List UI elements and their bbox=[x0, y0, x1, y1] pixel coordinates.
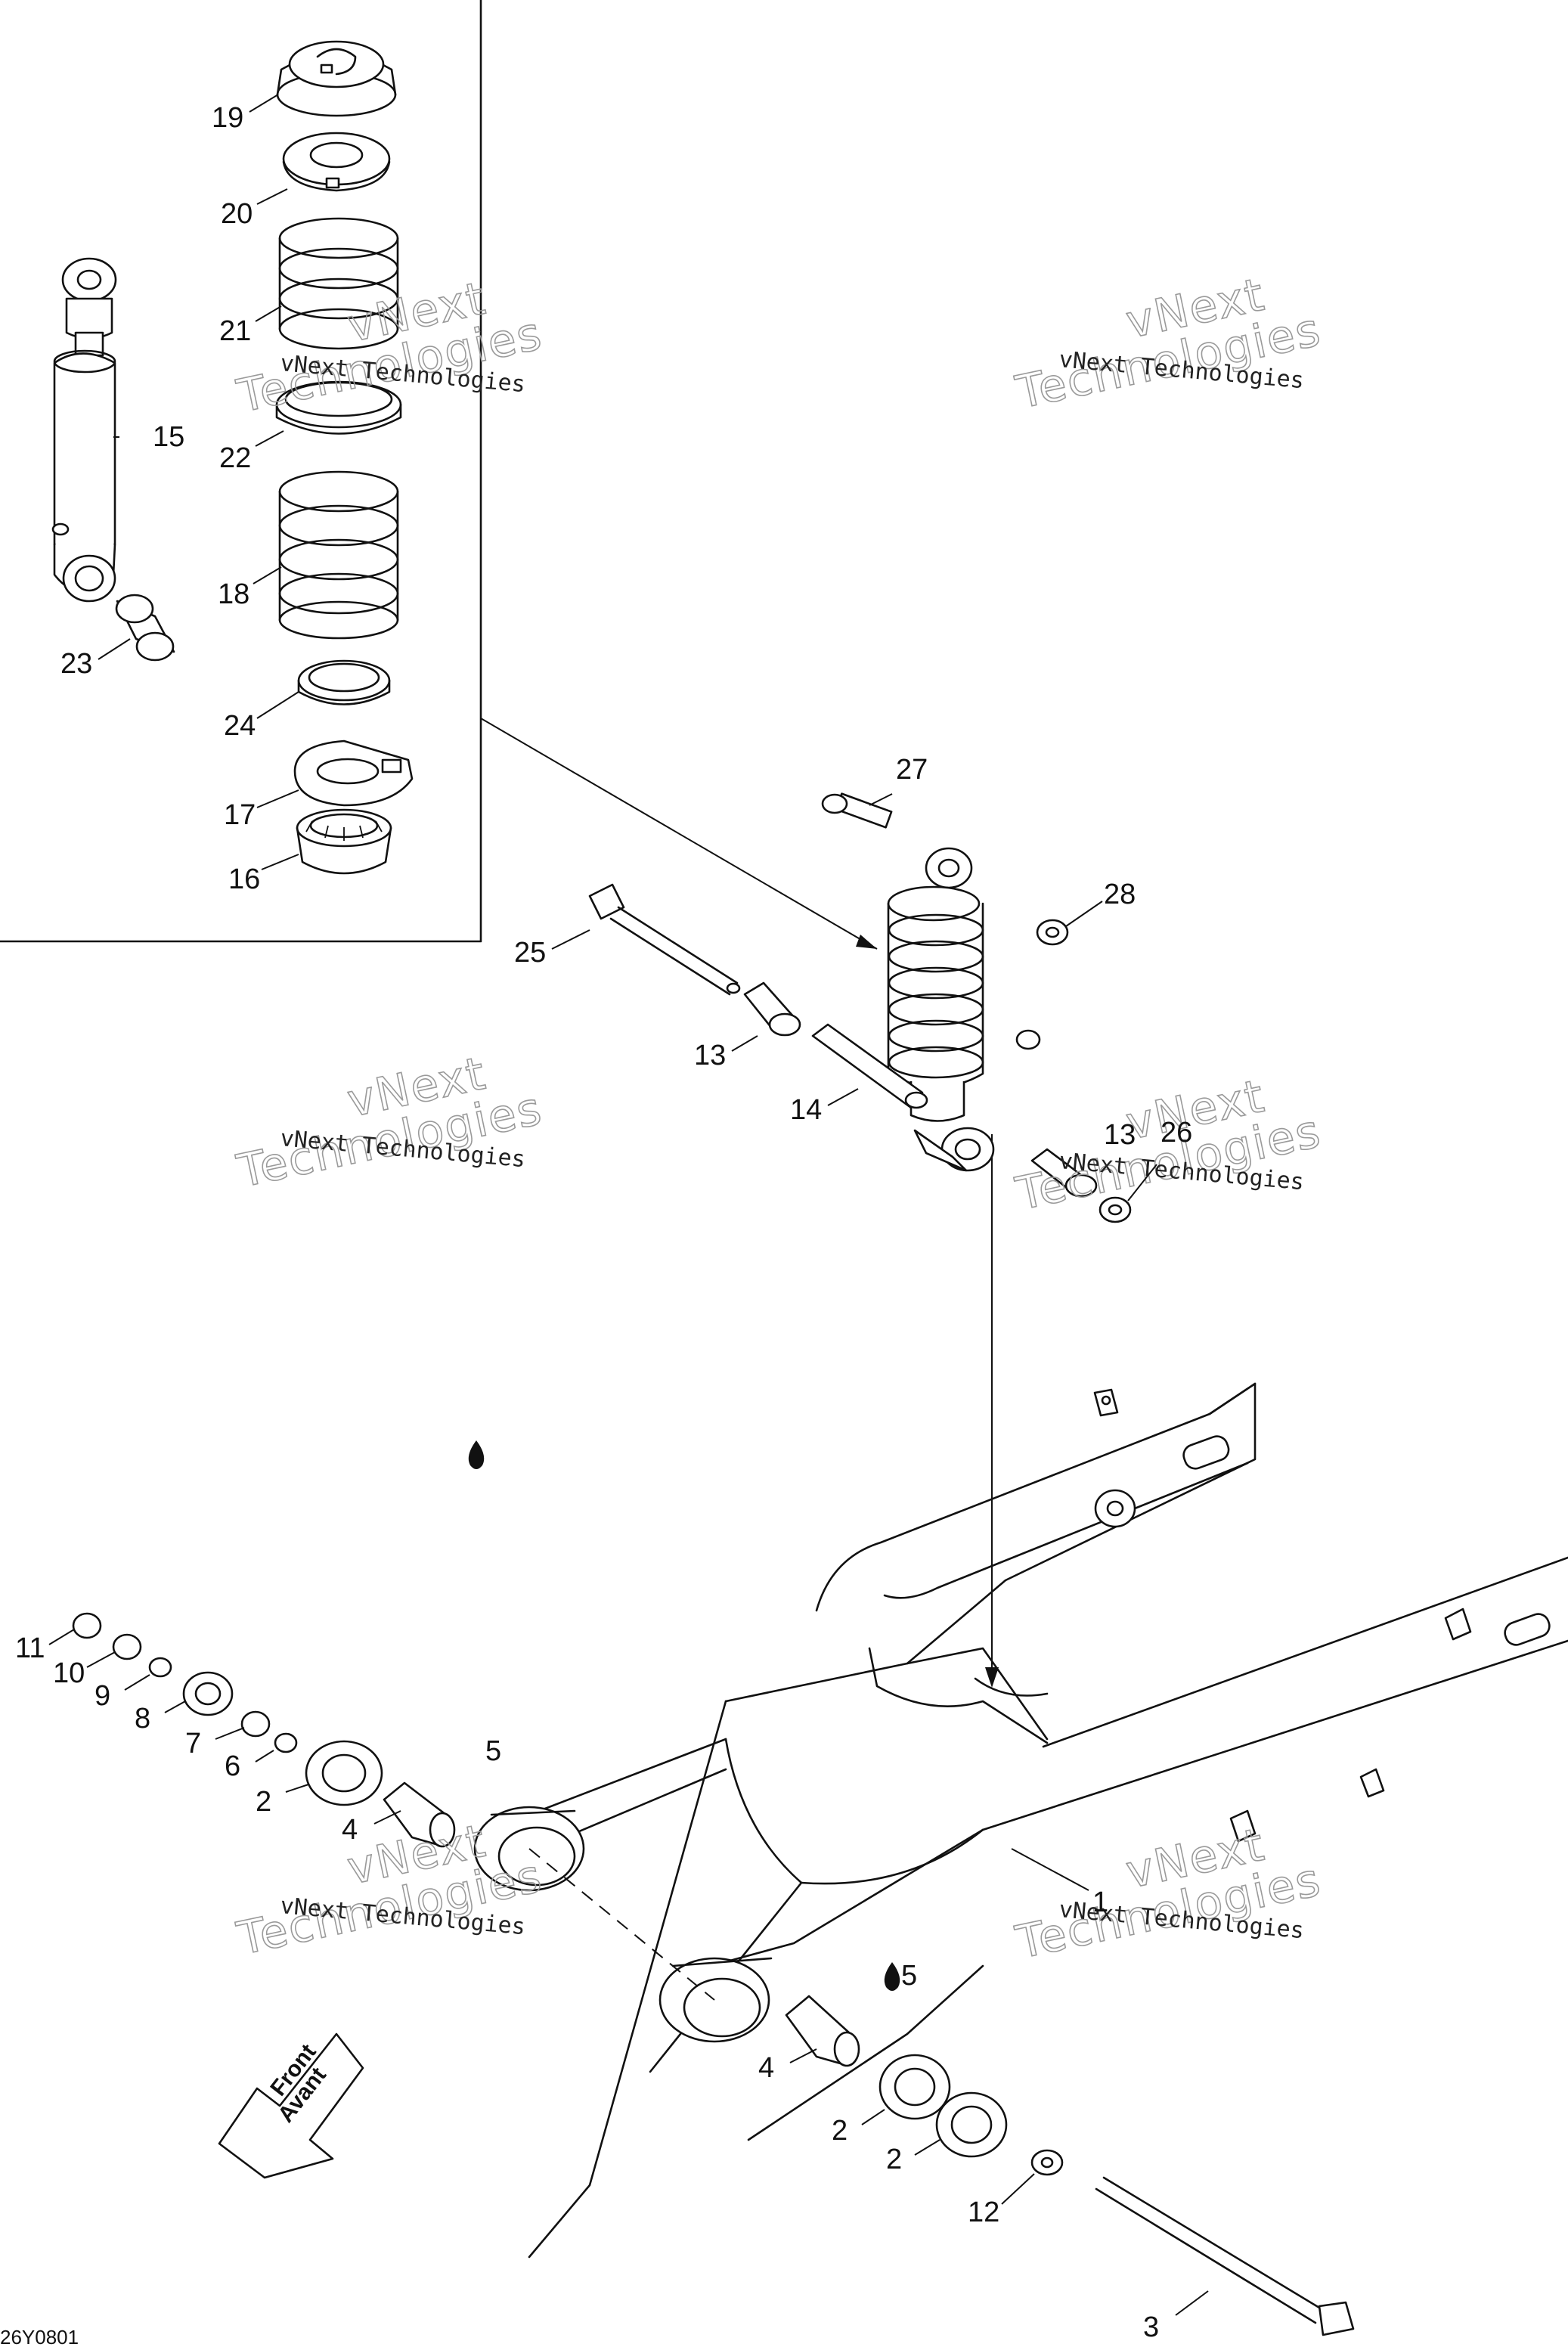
part-lower-nut bbox=[1099, 1196, 1132, 1223]
callout-leader-line bbox=[124, 1674, 150, 1691]
part-washer-plate bbox=[293, 739, 414, 807]
callout-leader-line bbox=[48, 1629, 75, 1645]
part-pivot-stack-right bbox=[785, 1995, 1355, 2336]
part-pivot-stack-left bbox=[72, 1612, 456, 1848]
callout-leader-line bbox=[164, 1701, 186, 1713]
callout-label-2: 2 bbox=[256, 1786, 271, 1818]
callout-label-22: 22 bbox=[219, 442, 251, 474]
callout-leader-line bbox=[256, 789, 299, 808]
callout-label-1: 1 bbox=[1092, 1887, 1108, 1918]
inset-pointer-arrowhead bbox=[856, 935, 877, 949]
callout-leader-line bbox=[551, 929, 590, 950]
callout-leader-line bbox=[255, 305, 282, 322]
callout-leader-line bbox=[373, 1810, 401, 1825]
callout-label-20: 20 bbox=[221, 198, 253, 230]
callout-leader-line bbox=[86, 1651, 116, 1668]
callout-label-17: 17 bbox=[224, 799, 256, 831]
callout-leader-line bbox=[1001, 2173, 1035, 2205]
callout-leader-line bbox=[98, 638, 131, 660]
callout-leader-line bbox=[285, 1784, 309, 1793]
callout-label-6: 6 bbox=[225, 1750, 240, 1782]
callout-label-23: 23 bbox=[60, 648, 92, 680]
part-lower-spring bbox=[278, 470, 399, 640]
part-long-bolt bbox=[588, 883, 741, 996]
callout-leader-line bbox=[256, 691, 299, 719]
part-swing-arm bbox=[473, 1382, 1568, 2259]
callout-label-14: 14 bbox=[790, 1094, 822, 1126]
callout-leader-line bbox=[261, 854, 299, 870]
callout-label-16: 16 bbox=[228, 863, 260, 895]
callout-leader-line bbox=[1011, 1848, 1089, 1891]
part-separator-ring bbox=[275, 380, 402, 435]
inset-pointer-line bbox=[480, 718, 878, 950]
callout-label-4: 4 bbox=[342, 1814, 358, 1846]
callout-label-4: 4 bbox=[758, 2052, 774, 2084]
callout-leader-line bbox=[215, 1727, 245, 1740]
callout-leader-line bbox=[789, 2048, 817, 2063]
grease-drop-icon bbox=[468, 1440, 485, 1469]
callout-label-11: 11 bbox=[15, 1632, 45, 1664]
figure-code: 26Y0801 bbox=[0, 2326, 79, 2347]
callout-leader-line bbox=[914, 2139, 940, 2156]
callout-label-3: 3 bbox=[1143, 2311, 1159, 2343]
part-adjuster-nut bbox=[296, 808, 392, 875]
callout-leader-line bbox=[827, 1088, 859, 1106]
callout-leader-line bbox=[1175, 2290, 1209, 2316]
callout-label-15: 15 bbox=[153, 421, 184, 453]
callout-leader-line bbox=[869, 793, 893, 806]
part-lower-spacer bbox=[1030, 1148, 1098, 1198]
callout-label-10: 10 bbox=[53, 1657, 85, 1689]
callout-label-12: 12 bbox=[968, 2197, 999, 2228]
callout-label-7: 7 bbox=[185, 1728, 201, 1759]
callout-leader-line bbox=[861, 2109, 885, 2125]
callout-leader-line bbox=[249, 94, 279, 113]
callout-label-13: 13 bbox=[1104, 1119, 1136, 1151]
callout-label-13: 13 bbox=[694, 1040, 726, 1071]
callout-label-25: 25 bbox=[514, 937, 546, 969]
part-assembled-shock bbox=[821, 792, 1069, 1172]
part-seat-ring bbox=[297, 659, 391, 705]
part-spring-cap bbox=[276, 40, 397, 117]
callout-label-5: 5 bbox=[901, 1960, 917, 1992]
callout-label-2: 2 bbox=[886, 2144, 902, 2175]
callout-label-26: 26 bbox=[1161, 1117, 1192, 1149]
part-damper-bushing bbox=[115, 594, 175, 662]
callout-label-18: 18 bbox=[218, 578, 249, 610]
front-direction-arrow: Front Avant bbox=[218, 2032, 364, 2179]
callout-label-2: 2 bbox=[832, 2115, 848, 2147]
part-damper-body bbox=[51, 257, 117, 603]
part-spacer bbox=[743, 981, 801, 1037]
grease-drop-icon bbox=[884, 1962, 900, 1991]
part-split-collar bbox=[282, 132, 391, 192]
callout-label-9: 9 bbox=[95, 1680, 110, 1712]
callout-label-8: 8 bbox=[135, 1703, 150, 1735]
callout-leader-line bbox=[1127, 1164, 1157, 1201]
callout-label-24: 24 bbox=[224, 710, 256, 742]
callout-leader-line bbox=[255, 1750, 274, 1763]
callout-label-21: 21 bbox=[219, 315, 251, 347]
callout-label-5: 5 bbox=[485, 1735, 501, 1767]
part-sleeve bbox=[811, 1023, 928, 1109]
shock-detail-inset-frame bbox=[0, 0, 482, 943]
callout-leader-line bbox=[253, 566, 282, 584]
part-upper-spring bbox=[278, 217, 399, 350]
callout-leader-line bbox=[1065, 901, 1103, 927]
callout-leader-line bbox=[255, 430, 284, 447]
callout-leader-line bbox=[731, 1035, 758, 1052]
shock-to-swingarm-arrowhead bbox=[985, 1667, 999, 1688]
callout-leader-line bbox=[256, 188, 288, 205]
callout-label-19: 19 bbox=[212, 102, 243, 134]
callout-label-27: 27 bbox=[896, 754, 928, 786]
callout-label-28: 28 bbox=[1104, 879, 1136, 910]
